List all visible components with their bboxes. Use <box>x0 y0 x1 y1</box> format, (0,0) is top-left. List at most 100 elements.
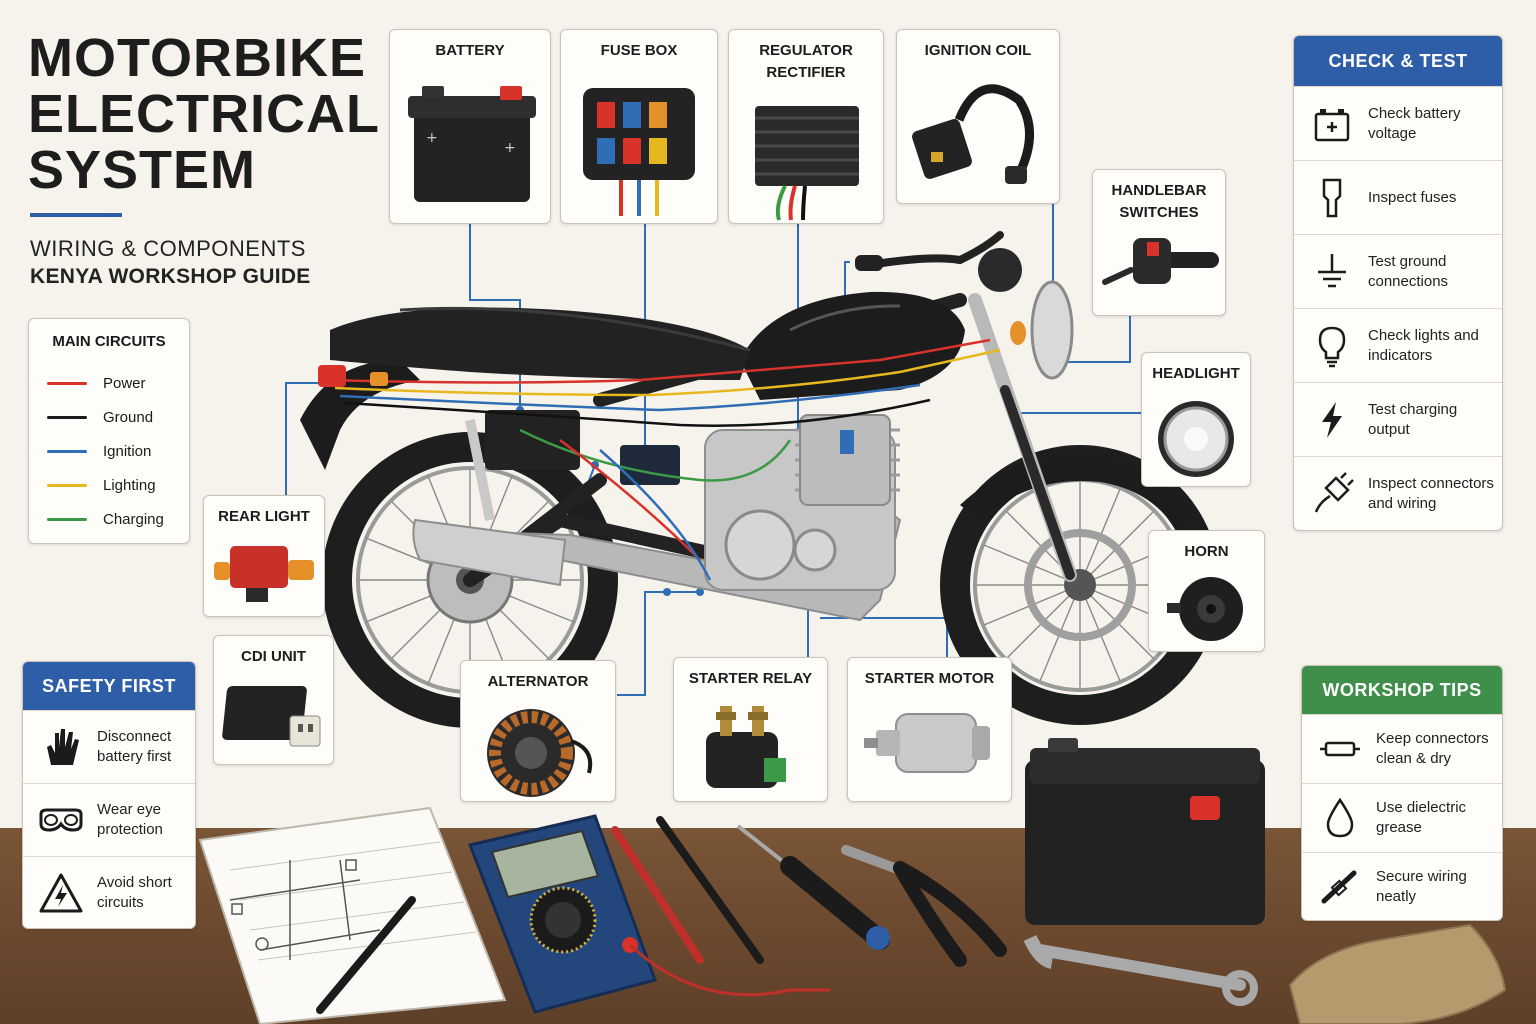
legend-line-charging <box>47 517 87 521</box>
list-item-label: Test ground connections <box>1368 252 1449 290</box>
front-wheel <box>940 445 1220 725</box>
drop-icon <box>1326 797 1354 838</box>
screwdriver-icon <box>736 824 890 950</box>
handlebar-switch-icon <box>1102 238 1219 285</box>
component-label: HANDLEBAR SWITCHES <box>1093 180 1225 224</box>
list-item-label: Disconnect battery first <box>97 728 172 765</box>
legend-label: Lighting <box>103 476 156 494</box>
list-item: Use dielectric grease <box>1302 783 1502 852</box>
main-circuits-legend: MAIN CIRCUITS Power Ground Ignition Ligh… <box>28 318 190 544</box>
component-label: STARTER RELAY <box>688 670 813 687</box>
battery-icon <box>1314 108 1350 141</box>
component-ignition-coil[interactable]: IGNITION COIL <box>896 29 1060 204</box>
component-handlebar-switches[interactable]: HANDLEBAR SWITCHES <box>1092 169 1226 316</box>
plug-icon <box>1314 471 1354 512</box>
check-and-test-panel: CHECK & TEST Check battery voltage Inspe… <box>1293 35 1503 531</box>
legend-item-power: Power <box>47 366 171 400</box>
multimeter-icon <box>467 814 657 1014</box>
subtitle-guide: KENYA WORKSHOP GUIDE <box>30 265 311 288</box>
list-item: Avoid short circuits <box>23 856 195 928</box>
list-item: Inspect fuses <box>1294 160 1502 234</box>
component-horn[interactable]: HORN <box>1148 530 1265 652</box>
component-fuse-box[interactable]: FUSE BOX <box>560 29 718 224</box>
legend-title: MAIN CIRCUITS <box>52 333 166 350</box>
fuse-icon <box>1322 178 1342 217</box>
regulator-icon <box>755 106 859 221</box>
list-item-label: Avoid short circuits <box>97 874 172 911</box>
warning-shock-icon <box>39 873 83 913</box>
hand-stop-icon <box>47 729 79 765</box>
component-label: HEADLIGHT <box>1152 365 1240 382</box>
label-line: RECTIFIER <box>766 64 846 81</box>
legend-item-ground: Ground <box>47 400 171 434</box>
component-headlight[interactable]: HEADLIGHT <box>1141 352 1251 487</box>
starter-relay-icon <box>706 706 786 788</box>
title-divider <box>30 213 122 217</box>
pliers-icon <box>841 845 1007 967</box>
component-battery[interactable]: BATTERY + + <box>389 29 551 224</box>
list-item-label: Test charging output <box>1368 400 1458 438</box>
ground-icon <box>1318 253 1346 287</box>
engine <box>704 414 900 591</box>
lightning-icon <box>1322 401 1342 438</box>
component-label: ALTERNATOR <box>487 673 589 690</box>
svg-text:+: + <box>504 140 516 156</box>
battery-icon: + + <box>408 86 536 202</box>
legend-line-power <box>47 381 87 385</box>
legend-item-charging: Charging <box>47 502 171 536</box>
list-item-label: Inspect connectors and wiring <box>1368 474 1494 512</box>
legend-label: Charging <box>103 510 164 528</box>
wrench-icon <box>1023 934 1258 1006</box>
notebook-icon <box>198 806 507 1024</box>
ignition-coil-icon <box>912 84 1034 184</box>
list-item: Check battery voltage <box>1294 86 1502 160</box>
list-item: Test charging output <box>1294 382 1502 456</box>
legend-line-lighting <box>47 483 87 487</box>
list-item: Check lights and indicators <box>1294 308 1502 382</box>
legend-line-ground <box>47 415 87 419</box>
legend-label: Power <box>103 374 146 392</box>
component-cdi-unit[interactable]: CDI UNIT <box>213 635 334 765</box>
list-item: Inspect connectors and wiring <box>1294 456 1502 530</box>
component-label: REGULATOR RECTIFIER <box>729 40 883 84</box>
bulb-icon <box>1318 326 1346 367</box>
component-label: FUSE BOX <box>600 42 678 59</box>
page-title: MOTORBIKE ELECTRICAL SYSTEM <box>28 28 380 200</box>
label-line: SWITCHES <box>1119 204 1199 221</box>
component-starter-motor[interactable]: STARTER MOTOR <box>847 657 1012 802</box>
component-label: STARTER MOTOR <box>864 670 995 687</box>
alternator-icon <box>487 709 593 797</box>
goggles-icon <box>39 808 83 832</box>
list-item: Test ground connections <box>1294 234 1502 308</box>
check-header: CHECK & TEST <box>1294 36 1502 86</box>
list-item: Disconnect battery first <box>23 710 195 783</box>
safety-header: SAFETY FIRST <box>23 662 195 710</box>
component-regulator-rectifier[interactable]: REGULATOR RECTIFIER <box>728 29 884 224</box>
component-label: HORN <box>1184 543 1229 560</box>
list-item-label: Use dielectric grease <box>1376 799 1467 836</box>
list-item-label: Inspect fuses <box>1368 188 1457 206</box>
list-item-label: Wear eye protection <box>97 801 163 838</box>
component-label: BATTERY <box>435 42 505 59</box>
rag-icon <box>1288 923 1507 1024</box>
cable-tie-icon <box>1321 870 1357 904</box>
legend-label: Ignition <box>103 442 152 460</box>
label-line: HANDLEBAR <box>1111 182 1207 199</box>
starter-motor-icon <box>864 713 990 773</box>
safety-first-panel: SAFETY FIRST Disconnect battery first We… <box>22 661 196 929</box>
component-starter-relay[interactable]: STARTER RELAY <box>673 657 828 802</box>
rear-light-icon <box>214 546 314 602</box>
list-item-label: Check lights and indicators <box>1368 326 1479 364</box>
component-alternator[interactable]: ALTERNATOR <box>460 660 616 802</box>
label-line: REGULATOR <box>759 42 853 59</box>
list-item: Wear eye protection <box>23 783 195 856</box>
legend-line-ignition <box>47 449 87 453</box>
component-rear-light[interactable]: REAR LIGHT <box>203 495 325 617</box>
cdi-unit-icon <box>222 686 321 747</box>
component-label: CDI UNIT <box>241 648 306 665</box>
legend-item-lighting: Lighting <box>47 468 171 502</box>
component-label: REAR LIGHT <box>218 508 310 525</box>
spare-battery-icon <box>1025 738 1265 925</box>
